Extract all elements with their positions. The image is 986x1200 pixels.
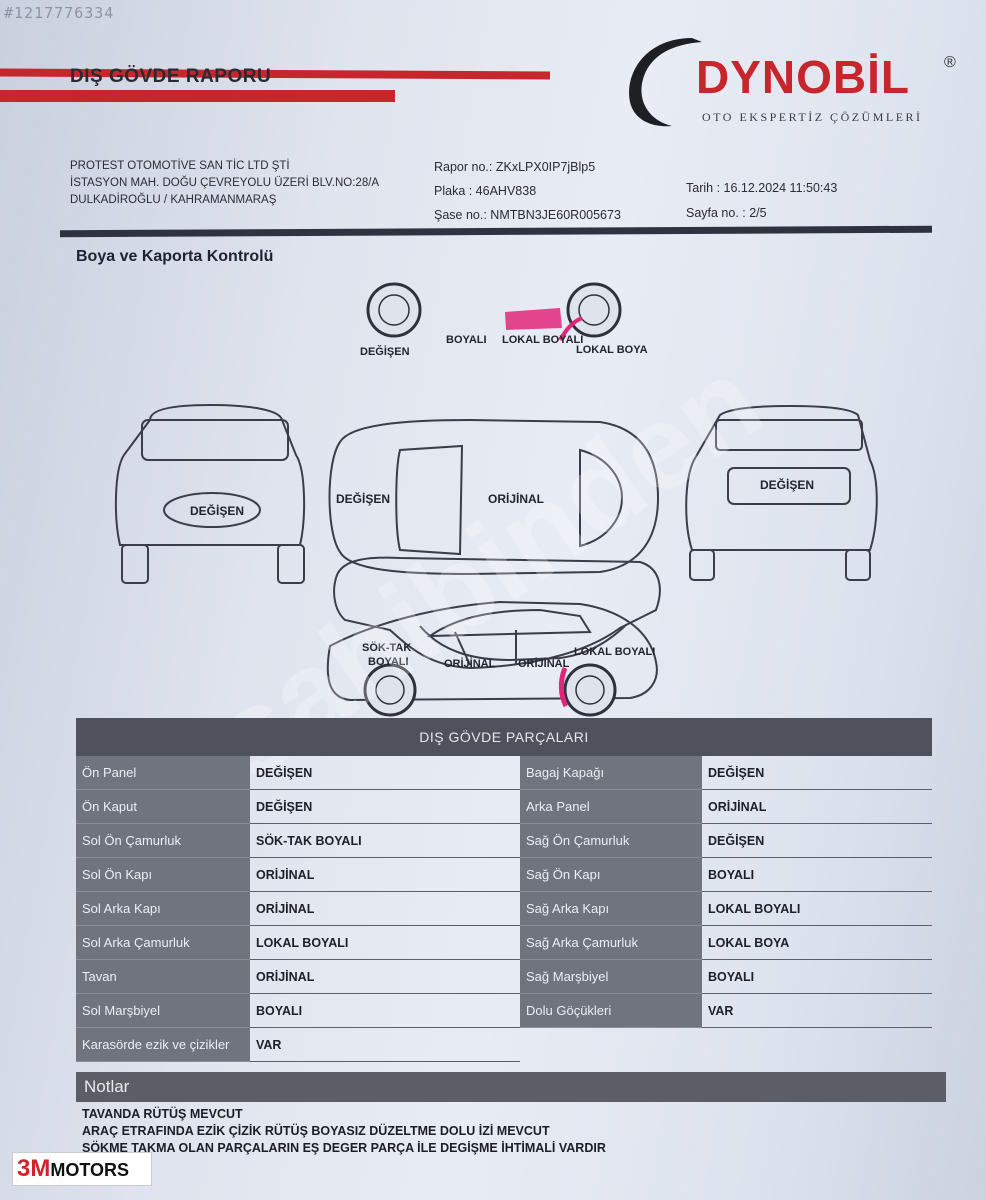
chassis-number: Şase no.: NMTBN3JE60R005673	[434, 208, 621, 222]
part-value: DEĞİŞEN	[702, 824, 932, 858]
part-value: ORİJİNAL	[250, 892, 520, 926]
company-street: İSTASYON MAH. DOĞU ÇEVREYOLU ÜZERİ BLV.N…	[70, 177, 380, 189]
part-value: BOYALI	[702, 960, 932, 994]
part-value: DEĞİŞEN	[250, 790, 520, 824]
part-label: Ön Panel	[76, 756, 250, 790]
part-label: Sol Arka Çamurluk	[76, 926, 250, 960]
label-top-degisen: DEĞİŞEN	[360, 346, 410, 358]
note-line: TAVANDA RÜTÜŞ MEVCUT	[82, 1107, 243, 1121]
part-label: Sağ Ön Kapı	[520, 858, 702, 892]
notes-list: TAVANDA RÜTÜŞ MEVCUT ARAÇ ETRAFINDA EZİK…	[82, 1106, 606, 1157]
part-value: BOYALI	[702, 858, 932, 892]
note-line: SÖKME TAKMA OLAN PARÇALARIN EŞ DEGER PAR…	[82, 1141, 606, 1155]
dynobil-logo: DYNOBİL ® OTO EKSPERTİZ ÇÖZÜMLERİ	[622, 32, 956, 132]
plate-number: Plaka : 46AHV838	[434, 184, 537, 198]
part-value: BOYALI	[250, 994, 520, 1028]
logo-tagline: OTO EKSPERTİZ ÇÖZÜMLERİ	[702, 110, 923, 124]
report-date: Tarih : 16.12.2024 11:50:43	[686, 181, 838, 195]
header-divider	[59, 225, 933, 238]
part-label: Sağ Arka Kapı	[520, 892, 702, 926]
part-label: Karasörde ezik ve çizikler	[76, 1028, 250, 1062]
report-number: Rapor no.: ZKxLPX0IP7jBlp5	[434, 160, 596, 174]
part-label: Bagaj Kapağı	[520, 756, 702, 790]
part-value: VAR	[250, 1028, 520, 1062]
part-label: Sol Marşbiyel	[76, 994, 250, 1028]
car-outline-drawing	[114, 282, 878, 717]
logo-wordmark: DYNOBİL	[696, 51, 910, 103]
label-bottom-orijinal-front: ORİJİNAL	[444, 658, 496, 670]
header-red-stripe-lower	[0, 90, 395, 102]
label-top-lokal-boyali: LOKAL BOYALI	[502, 334, 584, 346]
registered-mark: ®	[944, 54, 956, 71]
notes-header: Notlar	[76, 1072, 946, 1102]
label-bottom-boyali: BOYALI	[368, 656, 409, 668]
brand-prefix: 3M	[17, 1155, 51, 1182]
label-bottom-lokal-boyali: LOKAL BOYALI	[574, 646, 656, 658]
part-label: Sol Arka Kapı	[76, 892, 250, 926]
part-label: Sol Ön Kapı	[76, 858, 250, 892]
3m-motors-logo: 3MMOTORS	[12, 1152, 152, 1186]
part-value: LOKAL BOYA	[702, 926, 932, 960]
image-id-watermark: #1217776334	[4, 4, 115, 22]
part-label: Tavan	[76, 960, 250, 994]
label-rear-degisen: DEĞİŞEN	[760, 478, 815, 492]
note-line: ARAÇ ETRAFINDA EZİK ÇİZİK RÜTÜŞ BOYASIZ …	[82, 1124, 550, 1138]
label-bottom-soktak: SÖK-TAK	[362, 642, 412, 654]
label-roof-degisen: DEĞİŞEN	[336, 492, 391, 506]
part-value: ORİJİNAL	[702, 790, 932, 824]
page-number: Sayfa no. : 2/5	[686, 206, 767, 220]
section-title: Boya ve Kaporta Kontrolü	[76, 248, 274, 265]
company-address: PROTEST OTOMOTİVE SAN TİC LTD ŞTİ İSTASY…	[70, 158, 379, 209]
company-city: DULKADİROĞLU / KAHRAMANMARAŞ	[70, 194, 277, 206]
report-title: DIŞ GÖVDE RAPORU	[70, 66, 272, 87]
part-label: Arka Panel	[520, 790, 702, 824]
parts-table-header: DIŞ GÖVDE PARÇALARI	[76, 718, 932, 756]
label-front-degisen: DEĞİŞEN	[190, 504, 245, 518]
part-value: ORİJİNAL	[250, 960, 520, 994]
car-diagram: DEĞİŞEN BOYALI LOKAL BOYALI LOKAL BOYA D…	[0, 270, 986, 730]
part-label: Sağ Ön Çamurluk	[520, 824, 702, 858]
part-value: SÖK-TAK BOYALI	[250, 824, 520, 858]
brand-suffix: MOTORS	[50, 1160, 130, 1180]
logo-swoosh-icon	[629, 38, 702, 127]
part-label: Dolu Göçükleri	[520, 994, 702, 1028]
part-label: Sağ Arka Çamurluk	[520, 926, 702, 960]
part-label: Sağ Marşbiyel	[520, 960, 702, 994]
label-top-boyali: BOYALI	[446, 334, 487, 346]
part-value: LOKAL BOYALI	[250, 926, 520, 960]
part-label: Ön Kaput	[76, 790, 250, 824]
part-value: ORİJİNAL	[250, 858, 520, 892]
part-value: DEĞİŞEN	[250, 756, 520, 790]
label-roof-orijinal: ORİJİNAL	[488, 492, 545, 506]
company-name: PROTEST OTOMOTİVE SAN TİC LTD ŞTİ	[70, 160, 290, 172]
part-value: LOKAL BOYALI	[702, 892, 932, 926]
part-value: DEĞİŞEN	[702, 756, 932, 790]
part-label: Sol Ön Çamurluk	[76, 824, 250, 858]
label-top-lokal-boya: LOKAL BOYA	[576, 344, 648, 356]
part-value: VAR	[702, 994, 932, 1028]
label-bottom-orijinal-rear: ORİJİNAL	[518, 658, 570, 670]
